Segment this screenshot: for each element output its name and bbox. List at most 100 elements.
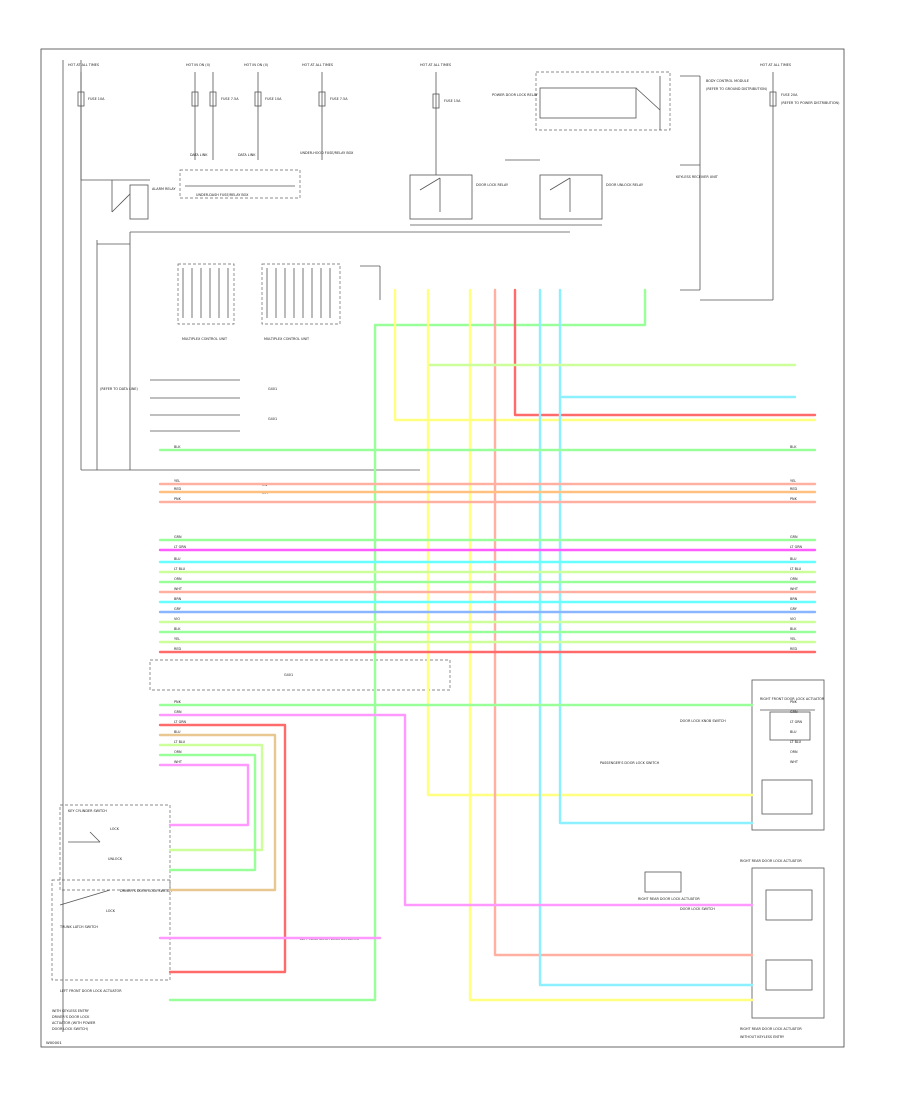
wire-code-right: LT GRN — [790, 720, 803, 724]
wire-code-right: LT BLU — [790, 740, 802, 744]
under-dash-label: UNDER-DASH FUSE/RELAY BOX — [196, 193, 249, 197]
wire-code-labels: BLK BLK YEL YEL RED RED PNK PNK GRN GRN LT GRN LT G… — [174, 445, 803, 764]
fuse-note-a: DATA LINK — [190, 153, 208, 157]
wire-code-right: WHT — [790, 587, 799, 591]
wire-code-right: GRN — [790, 710, 798, 714]
wire-code-right: PNK — [790, 497, 798, 501]
wire-code-left: BLU — [174, 730, 181, 734]
bottom-right-label-1: RIGHT REAR DOOR LOCK ACTUATOR — [740, 859, 802, 863]
bottom-left-label-2: DRIVER'S DOOR LOCK — [52, 1015, 90, 1019]
bottom-right-label-3: WITHOUT KEYLESS ENTRY — [740, 1035, 785, 1039]
wire-yellow-1 — [393, 288, 817, 422]
bottom-left-label-4: DOOR LOCK SWITCH) — [52, 1027, 89, 1031]
wire-code-left: LT BLU — [174, 740, 186, 744]
wire-code-left: LT GRN — [174, 545, 187, 549]
wire-code-left: WHT — [174, 587, 183, 591]
fuse-6-label: FUSE 20A — [781, 93, 798, 97]
wire-code-left: PNK — [174, 497, 182, 501]
wire-code-left: BLK — [174, 627, 181, 631]
wire-yellow-2 — [426, 288, 754, 797]
top-power-sources: HOT AT ALL TIMES FUSE 10A HOT IN ON (II)… — [68, 63, 840, 300]
wire-code-right: BLK — [790, 627, 797, 631]
hot-label-4: HOT AT ALL TIMES — [302, 63, 333, 67]
wire-code-left: GRN — [174, 710, 182, 714]
power-lock-relay: POWER DOOR LOCK RELAY BODY CONTROL MODUL… — [492, 71, 768, 290]
mcu-label-1: MULTIPLEX CONTROL UNIT — [182, 337, 228, 341]
wire-code-right: LT BLU — [790, 567, 802, 571]
refer-1-label: (REFER TO POWER DISTRIBUTION) — [781, 101, 840, 105]
wire-code-right: YEL — [790, 479, 796, 483]
wire-code-left: VIO — [174, 617, 180, 621]
right-rear-door-label: RIGHT REAR DOOR LOCK ACTUATOR — [638, 897, 700, 901]
under-dash-fuse-box: UNDER-DASH FUSE/RELAY BOX — [179, 169, 301, 199]
wire-cyan-1 — [538, 288, 754, 987]
refer-3-label: (REFER TO DATA LINE) — [100, 387, 139, 391]
wire-tan-1 — [158, 733, 277, 892]
wire-code-right: RED — [790, 487, 797, 491]
unlock-relay-label: DOOR UNLOCK RELAY — [606, 183, 644, 187]
keyless-receiver-label: KEYLESS RECEIVER UNIT — [676, 175, 719, 179]
wire-pink-1 — [158, 713, 754, 907]
mcu-label-2: MULTIPLEX CONTROL UNIT — [264, 337, 310, 341]
lock-unlock-relays: DOOR LOCK RELAY DOOR UNLOCK RELAY — [409, 159, 644, 226]
fuse-3-label: FUSE 10A — [265, 97, 282, 101]
wire-cyan-2 — [558, 288, 754, 825]
wire-code-left: BRN — [174, 597, 182, 601]
wire-code-right: RED — [790, 647, 797, 651]
relay-box-label: UNDER-HOOD FUSE/RELAY BOX — [300, 151, 354, 155]
ground-label-1: G401 — [268, 387, 277, 391]
wire-code-left: YEL — [174, 479, 180, 483]
wire-code-left: LT GRN — [174, 720, 187, 724]
wire-lt-green-4 — [158, 743, 264, 852]
wire-pink-2 — [158, 763, 250, 827]
wire-code-right: GRN — [790, 535, 798, 539]
trunk-switch-label: TRUNK LATCH SWITCH — [59, 925, 98, 929]
wire-code-right: VIO — [790, 617, 796, 621]
wire-code-left: ORN — [174, 750, 182, 754]
lock-relay-label: DOOR LOCK RELAY — [476, 183, 509, 187]
wire-code-left: BLU — [174, 557, 181, 561]
wire-code-right: WHT — [790, 760, 799, 764]
fuse-note-b: DATA LINK — [238, 153, 256, 157]
wire-red-1 — [513, 288, 817, 417]
bcm-label: BODY CONTROL MODULE — [706, 79, 749, 83]
wire-code-left: LT BLU — [174, 567, 186, 571]
door-lock-switch-right: DOOR LOCK SWITCH — [680, 907, 715, 911]
wire-code-right: LT GRN — [790, 545, 803, 549]
right-actuators: RIGHT FRONT DOOR LOCK ACTUATOR DOOR LOCK… — [600, 679, 825, 1039]
wire-green-6 — [158, 753, 257, 872]
alarm-relay: ALARM RELAY — [81, 179, 176, 220]
wire-code-left: WHT — [174, 760, 183, 764]
wire-code-left: GRY — [174, 607, 182, 611]
wire-code-right: ORN — [790, 577, 798, 581]
wire-code-right: GRY — [790, 607, 798, 611]
fuse-4-label: FUSE 7.5A — [330, 97, 348, 101]
wire-code-left: YEL — [174, 637, 180, 641]
bottom-left-label-3: ACTUATOR (WITH POWER — [52, 1021, 96, 1025]
wire-code-right: BRN — [790, 597, 798, 601]
refer-2-label: (REFER TO GROUND DISTRIBUTION) — [706, 87, 768, 91]
hot-label-3: HOT IN ON (II) — [244, 63, 269, 67]
wire-red-2 — [493, 288, 754, 957]
lock-label-2: LOCK — [106, 909, 116, 913]
driver-switch-label: DRIVER'S DOOR LOCK SWITCH — [120, 889, 172, 893]
bottom-right-label-2: RIGHT REAR DOOR LOCK ACTUATOR — [740, 1027, 802, 1031]
ground-label-2: G401 — [268, 417, 277, 421]
power-lock-relay-label: POWER DOOR LOCK RELAY — [492, 93, 539, 97]
wire-red-2b — [158, 723, 287, 974]
wire-code-left: PNK — [174, 700, 182, 704]
fuse-1-label: FUSE 10A — [88, 97, 105, 101]
diagram-frame — [40, 48, 845, 1048]
control-unit-connectors: MULTIPLEX CONTROL UNIT MULTIPLEX CONTROL… — [177, 263, 381, 341]
bottom-left-label-1: WITH KEYLESS ENTRY — [52, 1009, 90, 1013]
keyless-receiver: KEYLESS RECEIVER UNIT — [676, 164, 773, 301]
wire-code-right: YEL — [790, 637, 796, 641]
right-front-door-label: RIGHT FRONT DOOR LOCK ACTUATOR — [760, 697, 825, 701]
wire-code-left: BLK — [174, 445, 181, 449]
wire-layer — [158, 268, 817, 1002]
wire-code-left: GRN — [174, 535, 182, 539]
hot-label-5: HOT AT ALL TIMES — [420, 63, 451, 67]
wire-code-left: ORN — [174, 577, 182, 581]
ground-label-3: G401 — [284, 673, 293, 677]
